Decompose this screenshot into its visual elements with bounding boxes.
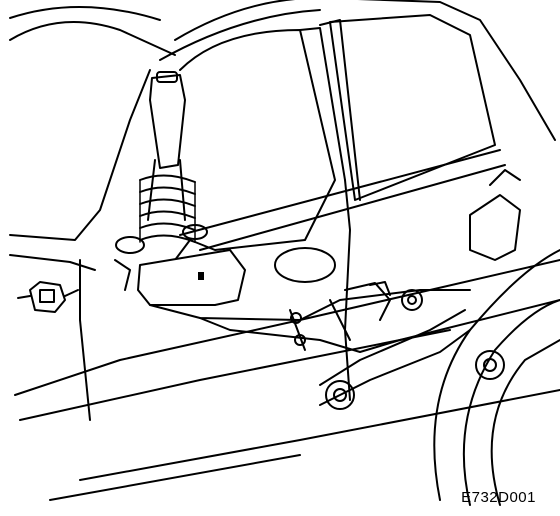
front-door — [149, 27, 351, 401]
engine-mount — [17, 259, 131, 313]
coil-spring — [115, 174, 208, 254]
control-arm — [290, 281, 471, 410]
shock-absorber — [147, 71, 186, 221]
car-body-outline — [9, 0, 560, 501]
rear-door — [179, 14, 506, 283]
rear-wheel — [433, 169, 560, 506]
figure-code: E732D001 — [461, 489, 536, 506]
